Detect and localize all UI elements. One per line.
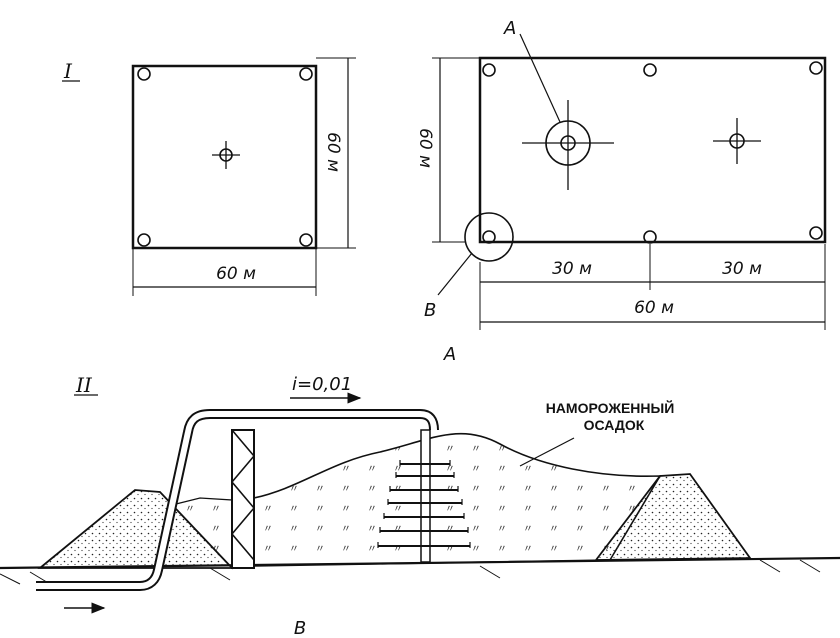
well-a-crosshair-icon [522,100,614,190]
deposit-label-line2: ОСАДОК [584,417,645,433]
plan-large-half-left-label: 30 м [552,259,592,279]
plan-large-half-right-label: 30 м [722,259,762,279]
callout-b-label: B [424,300,436,321]
right-embankment [594,473,752,561]
slope-label: i=0,01 [292,374,352,395]
ground-hatch [0,559,821,585]
section-two-numeral: II [75,373,93,397]
left-embankment [37,489,235,569]
section-one-caption: A [443,344,456,365]
callout-leader [519,33,561,123]
center-crosshair-icon [212,141,240,169]
edge-well-icon [643,63,657,77]
corner-well-icon [299,233,313,247]
trestle-tower [230,429,256,569]
frozen-sludge-mound [253,432,662,567]
corner-well-icon [809,226,823,240]
corner-well-icon [137,233,151,247]
deposit-leader [519,437,575,467]
plan-small-outline [131,64,318,250]
callout-a-label: A [503,18,516,39]
corner-well-icon [299,67,313,81]
plan-small: 60 м 60 м [131,57,356,296]
plan-small-side-label: 60 м [323,132,343,172]
edge-well-icon [643,230,657,244]
distribution-riser [377,429,471,563]
corner-well-icon [482,63,496,77]
corner-well-icon [809,61,823,75]
plan-large-total-label: 60 м [634,298,674,318]
well-b-highlight-icon [464,212,514,262]
plan-small-bottom-label: 60 м [216,264,256,284]
plan-large-outline [478,56,827,244]
callout-leader [437,252,473,296]
section-one-numeral: I [63,59,73,83]
deposit-label-line1: НАМОРОЖЕННЫЙ [546,399,675,416]
corner-well-icon [137,67,151,81]
feed-pipe [36,409,439,591]
well-crosshair-icon [713,118,761,164]
section-two-caption: B [294,618,306,638]
plan-large: A B 60 м 30 м 30 м 60 м [415,18,827,330]
plan-large-side-label: 60 м [415,128,435,168]
corner-well-icon [482,230,496,244]
